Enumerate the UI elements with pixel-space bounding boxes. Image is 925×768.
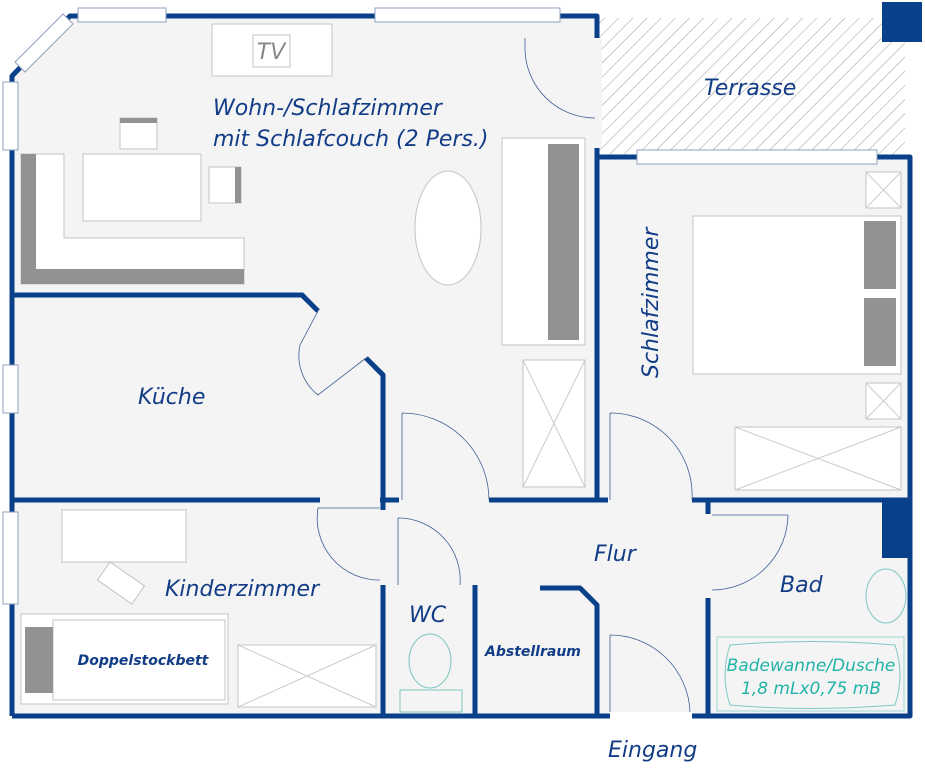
label-kinderzimmer: Kinderzimmer <box>165 577 321 602</box>
label-bath-1: Badewanne/Dusche <box>727 656 896 676</box>
desk <box>61 509 187 563</box>
label-wohn-2: mit Schlafcouch (2 Pers.) <box>213 127 489 152</box>
label-bath-2: 1,8 mLx0,75 mB <box>741 679 881 699</box>
label-kueche: Küche <box>138 385 205 410</box>
tv-label: TV <box>257 40 287 65</box>
label-wohn-1: Wohn-/Schlafzimmer <box>213 96 444 121</box>
terrace-pillar <box>882 2 922 42</box>
label-schlafzimmer: Schlafzimmer <box>639 226 664 378</box>
floor-areas <box>12 16 910 716</box>
label-eingang: Eingang <box>608 738 697 763</box>
door-swings <box>298 38 789 713</box>
label-wc: WC <box>409 603 447 628</box>
room-labels: Wohn-/Schlafzimmer mit Schlafcouch (2 Pe… <box>78 76 896 763</box>
furniture: TV <box>20 23 907 713</box>
windows <box>2 7 878 605</box>
label-terrasse: Terrasse <box>704 76 796 101</box>
label-bad: Bad <box>780 573 824 598</box>
terrace-hatch <box>597 18 905 157</box>
label-bunk-bed: Doppelstockbett <box>78 653 210 669</box>
label-abstellraum: Abstellraum <box>484 644 581 660</box>
tv <box>252 34 291 68</box>
table <box>82 153 202 222</box>
door-openings <box>305 38 713 721</box>
coffee-table <box>414 170 482 286</box>
label-flur: Flur <box>594 542 638 567</box>
